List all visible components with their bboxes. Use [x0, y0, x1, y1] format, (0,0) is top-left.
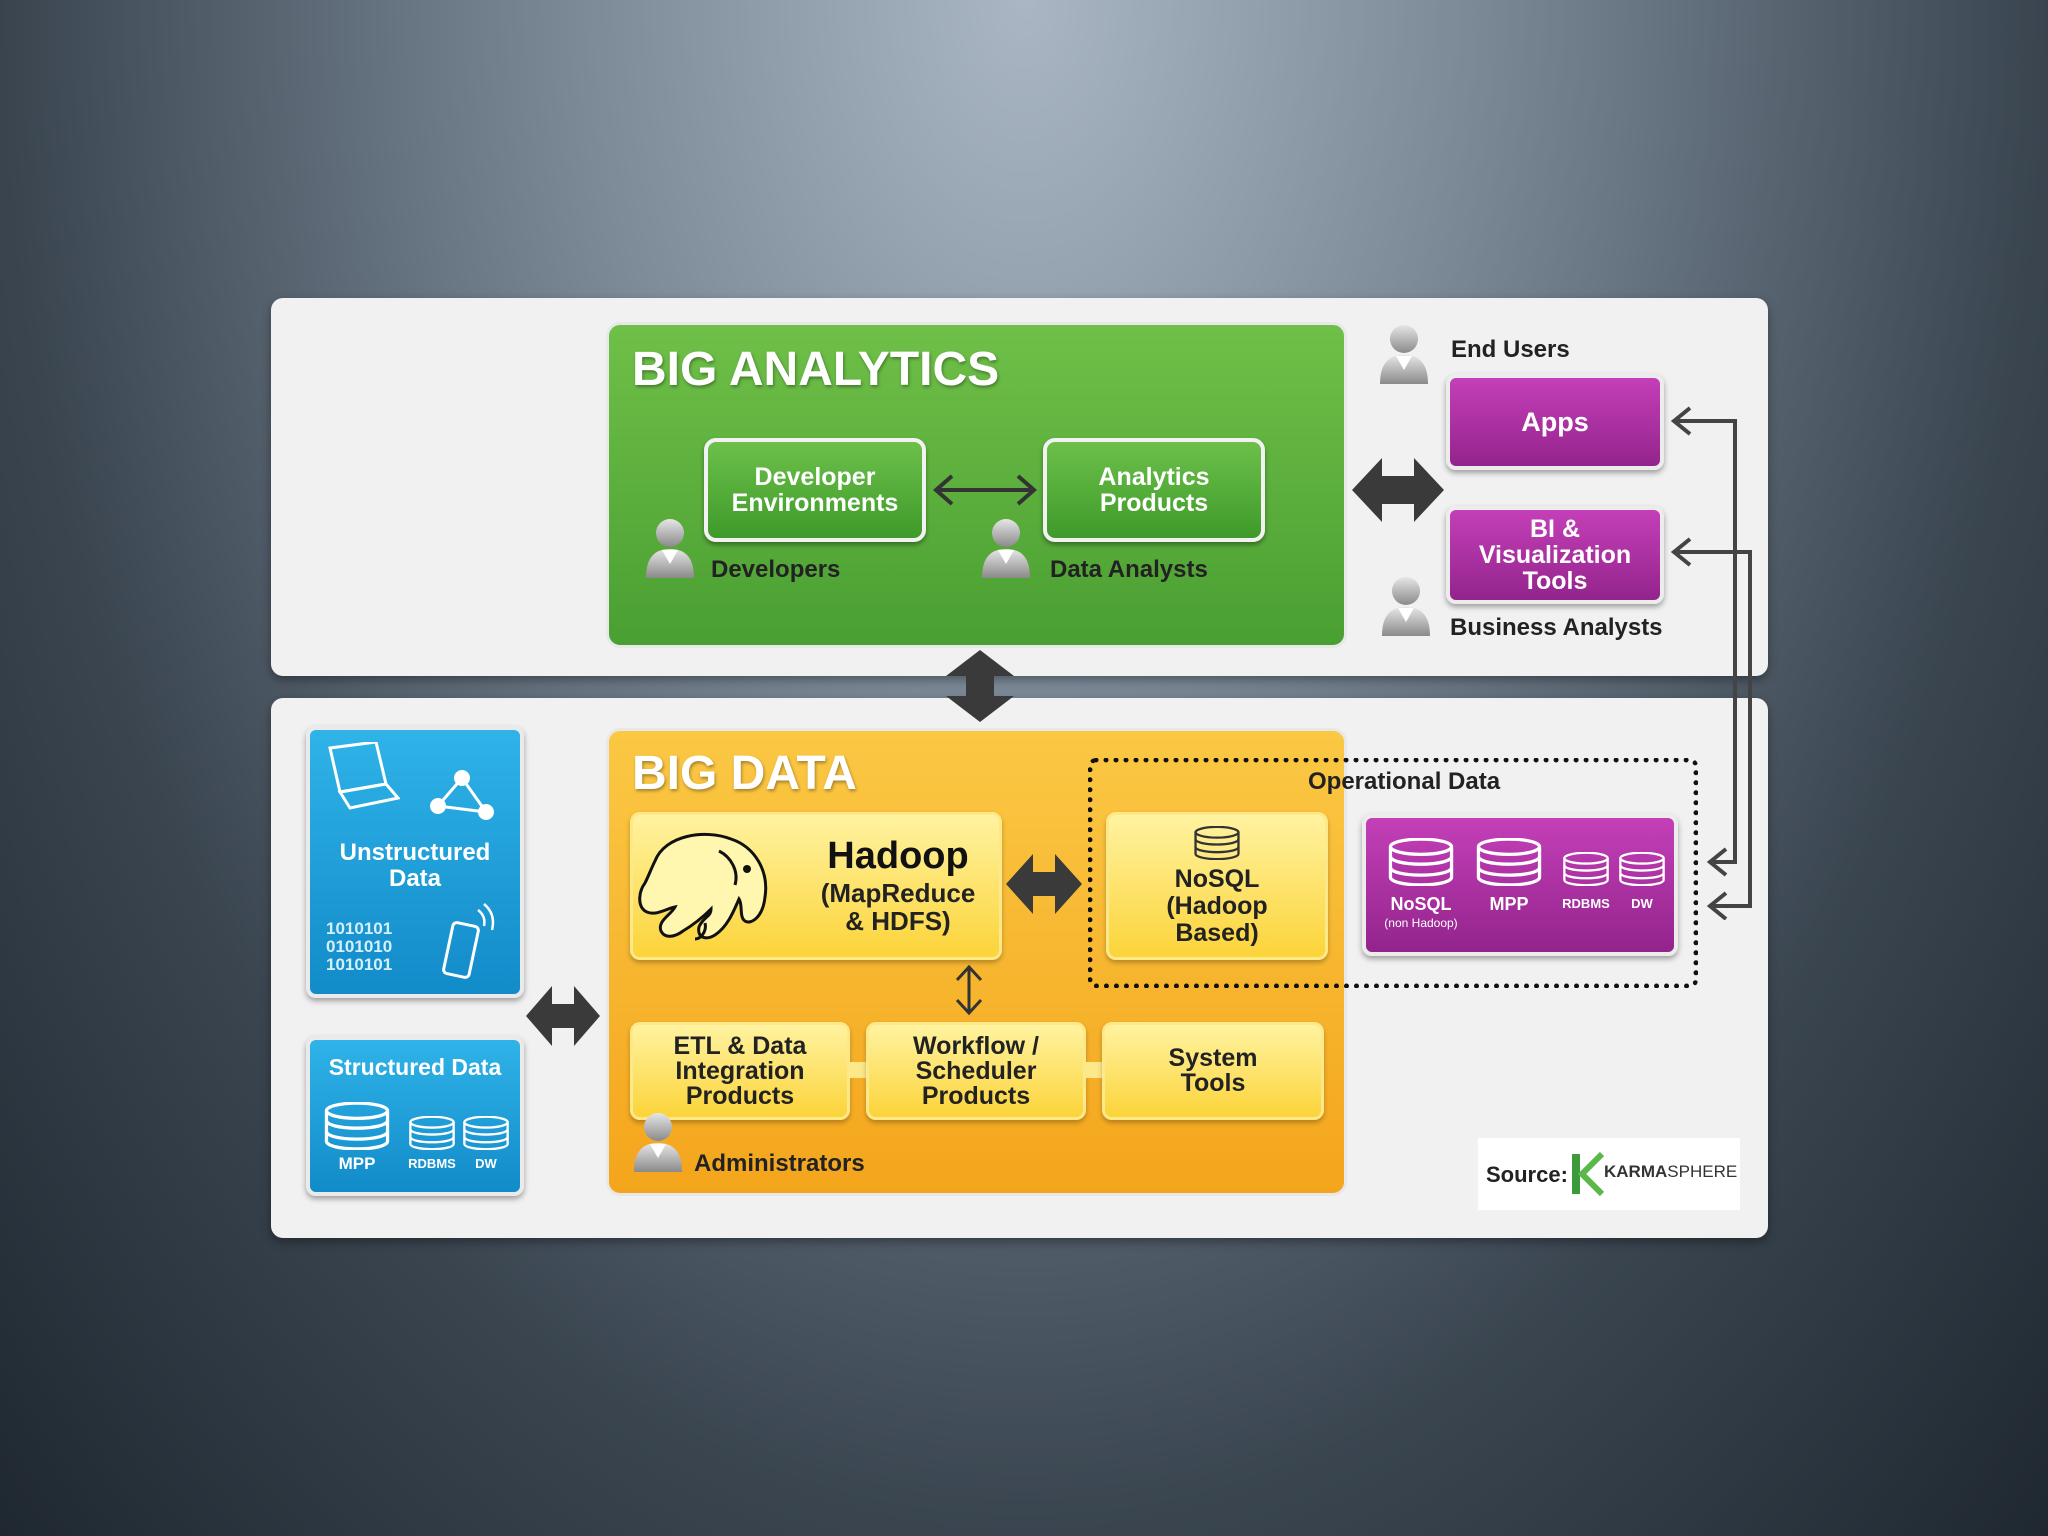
op-rdbms-label: RDBMS: [1562, 896, 1610, 911]
op-rdbms-db-icon: [1562, 852, 1610, 886]
laptop-icon: [328, 742, 400, 810]
dev-analytics-double-arrow: [932, 474, 1038, 506]
system-tools-box[interactable]: System Tools: [1102, 1022, 1324, 1120]
hadoop-title: Hadoop: [827, 835, 969, 877]
structured-mpp-label: MPP: [338, 1154, 376, 1173]
source-label: Source:: [1486, 1162, 1568, 1187]
brand-bold: KARMA: [1604, 1162, 1668, 1181]
hadoop-box[interactable]: Hadoop (MapReduce & HDFS): [630, 812, 1002, 960]
hadoop-nosql-double-arrow: [1006, 854, 1082, 914]
unstructured-line1: Unstructured: [339, 839, 491, 866]
unstructured-line2: Data: [388, 865, 442, 892]
operational-to-users-connectors: [1670, 406, 1752, 920]
bi-line1: BI &: [1530, 515, 1580, 543]
structured-mpp-db-icon: [324, 1102, 390, 1150]
sources-bigdata-double-arrow: [526, 986, 600, 1046]
hadoop-sub-line1: (MapReduce: [820, 878, 976, 908]
unstructured-data-label: Unstructured Data: [310, 840, 520, 892]
structured-data-title: Structured Data: [328, 1054, 502, 1080]
op-nosql-label: NoSQL: [1390, 894, 1452, 914]
brand-light: SPHERE: [1667, 1162, 1738, 1181]
nosql-db-icon: [1194, 826, 1240, 860]
binary-line1: 1010101: [326, 919, 393, 938]
nosql-hadoop-line1: NoSQL: [1174, 864, 1260, 893]
op-mpp-db-icon: [1476, 838, 1542, 886]
analytics-products-box[interactable]: Analytics Products: [1043, 438, 1265, 542]
structured-rdbms-db-icon: [408, 1116, 456, 1150]
binary-text: 1010101 0101010 1010101: [326, 920, 392, 974]
developer-environments-box[interactable]: Developer Environments: [704, 438, 926, 542]
bi-visualization-tools-box[interactable]: BI & Visualization Tools: [1446, 506, 1664, 604]
data-analysts-label: Data Analysts: [1050, 556, 1208, 583]
karmasphere-brand: KARMASPHERE: [1604, 1162, 1737, 1182]
binary-line2: 0101010: [326, 937, 393, 956]
developer-environments-line1: Developer: [754, 463, 876, 491]
workflow-line1: Workflow /: [913, 1031, 1039, 1060]
analytics-users-double-arrow: [1352, 458, 1444, 522]
nosql-hadoop-line3: Based): [1175, 918, 1259, 947]
etl-line2: Integration: [675, 1056, 805, 1085]
hadoop-tools-vertical-arrow: [955, 964, 983, 1016]
etl-workflow-connector: [850, 1062, 866, 1078]
structured-dw-label: DW: [475, 1156, 497, 1171]
operational-databases-box[interactable]: NoSQL (non Hadoop) MPP RDBMS DW: [1362, 814, 1678, 956]
workflow-line3: Products: [921, 1081, 1031, 1110]
analytics-bigdata-vertical-arrow: [946, 650, 1014, 722]
hadoop-sub-line2: & HDFS): [845, 906, 951, 936]
administrators-person-icon: [630, 1110, 686, 1174]
etl-line1: ETL & Data: [673, 1031, 807, 1060]
workflow-line2: Scheduler: [915, 1056, 1037, 1085]
structured-dw-db-icon: [462, 1116, 510, 1150]
operational-data-label: Operational Data: [1308, 768, 1501, 795]
nosql-hadoop-box[interactable]: NoSQL (Hadoop Based): [1106, 812, 1328, 960]
analytics-products-line1: Analytics: [1098, 463, 1210, 491]
business-analysts-person-icon: [1378, 574, 1434, 638]
system-tools-line1: System: [1168, 1044, 1258, 1072]
system-tools-line2: Tools: [1180, 1069, 1246, 1097]
source-logo-box: Source: KARMASPHERE: [1478, 1138, 1740, 1210]
developer-environments-line2: Environments: [731, 489, 899, 517]
binary-line3: 1010101: [326, 955, 393, 974]
bi-line3: Tools: [1522, 567, 1588, 595]
op-nosql-sub-label: (non Hadoop): [1384, 916, 1458, 930]
workflow-system-connector: [1086, 1062, 1102, 1078]
etl-data-integration-box[interactable]: ETL & Data Integration Products: [630, 1022, 850, 1120]
developers-person-icon: [642, 516, 698, 580]
network-icon: [430, 770, 494, 820]
mobile-phone-icon: [442, 903, 495, 979]
analytics-products-line2: Products: [1099, 489, 1209, 517]
end-users-label: End Users: [1451, 336, 1570, 363]
big-analytics-title: BIG ANALYTICS: [632, 343, 1000, 396]
hadoop-subtitle: (MapReduce & HDFS): [793, 879, 1003, 935]
structured-rdbms-label: RDBMS: [408, 1156, 456, 1171]
op-dw-db-icon: [1618, 852, 1666, 886]
op-dw-label: DW: [1631, 896, 1653, 911]
end-users-person-icon: [1376, 322, 1432, 386]
unstructured-data-box[interactable]: Unstructured Data 1010101 0101010 101010…: [306, 726, 524, 998]
workflow-scheduler-box[interactable]: Workflow / Scheduler Products: [866, 1022, 1086, 1120]
bi-line2: Visualization: [1478, 541, 1632, 569]
etl-line3: Products: [685, 1081, 795, 1110]
developers-label: Developers: [711, 556, 841, 583]
apps-box[interactable]: Apps: [1446, 374, 1664, 470]
elephant-icon: [638, 832, 768, 941]
nosql-hadoop-line2: (Hadoop: [1166, 891, 1268, 920]
data-analysts-person-icon: [978, 516, 1034, 580]
op-nosql-db-icon: [1388, 838, 1454, 886]
op-mpp-label: MPP: [1489, 894, 1529, 914]
karmasphere-mark-icon: [1572, 1151, 1604, 1197]
administrators-label: Administrators: [694, 1150, 865, 1177]
operational-data-region: [1088, 758, 1698, 988]
structured-data-box[interactable]: Structured Data MPP RDBMS DW: [306, 1036, 524, 1196]
big-data-title: BIG DATA: [632, 747, 857, 800]
business-analysts-label: Business Analysts: [1450, 614, 1663, 641]
